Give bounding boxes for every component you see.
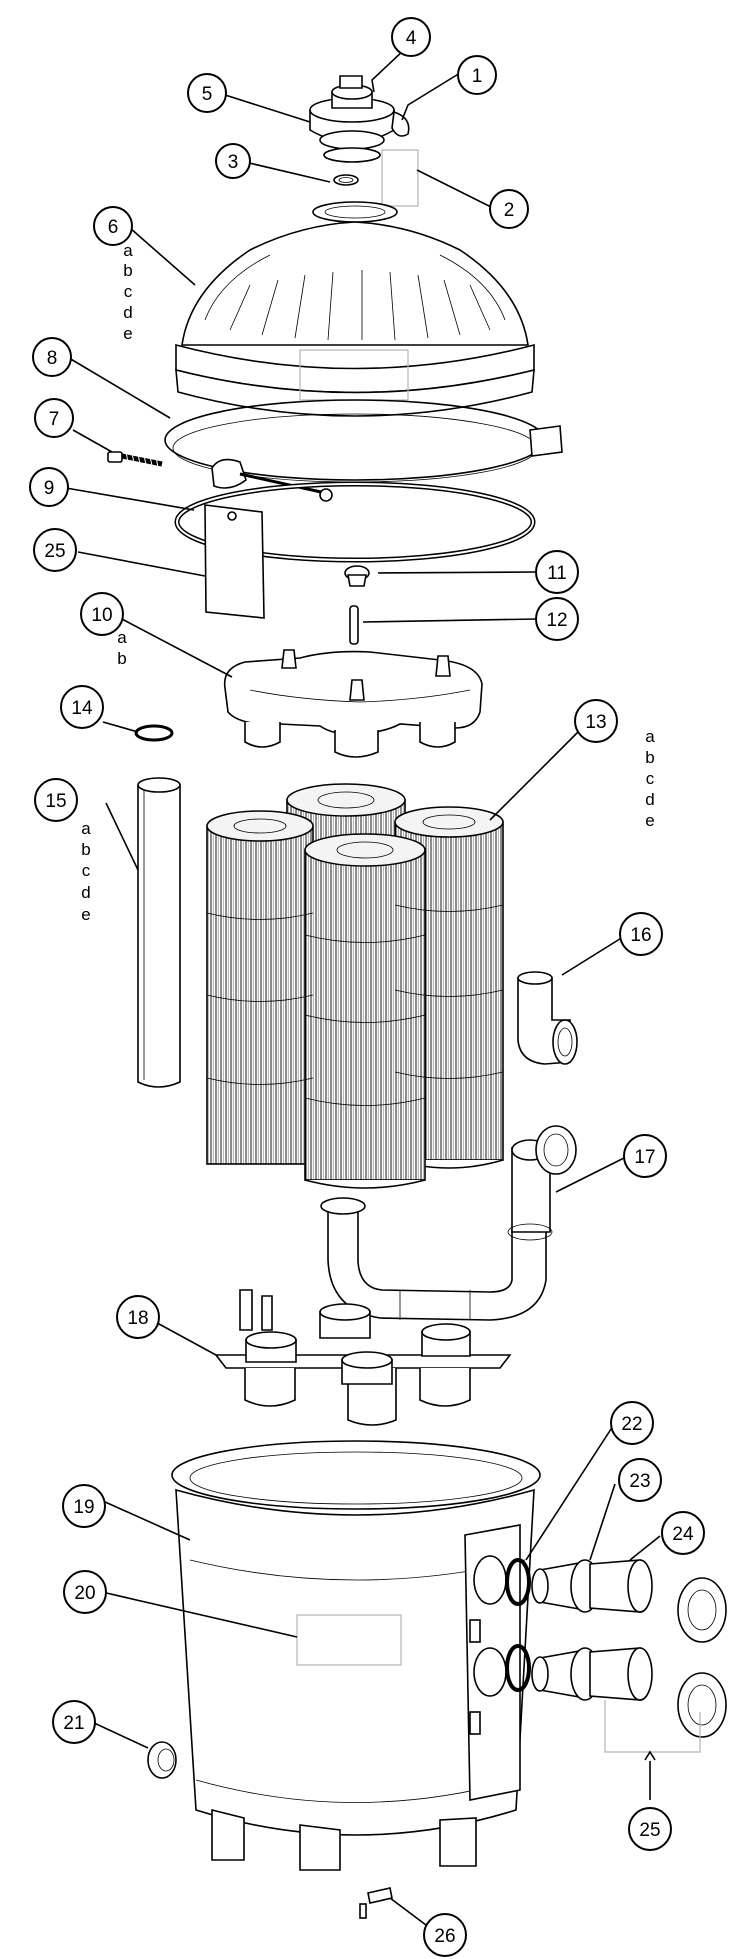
callout-19: 19: [62, 1484, 106, 1528]
svg-text:a: a: [117, 628, 127, 647]
callout-6: 6: [93, 206, 133, 246]
svg-text:10: 10: [91, 605, 112, 626]
callout-20: 20: [63, 1570, 107, 1614]
svg-text:a: a: [123, 241, 133, 260]
tube-part-12: [349, 605, 359, 645]
callout-22: 22: [610, 1401, 654, 1445]
svg-text:6: 6: [108, 217, 119, 238]
callout-26: 26: [423, 1913, 467, 1957]
svg-text:b: b: [123, 261, 132, 280]
bolt-part: [107, 451, 163, 468]
callout-6-variants: a b c d e: [123, 241, 133, 343]
svg-text:22: 22: [621, 1414, 642, 1435]
svg-text:19: 19: [73, 1497, 94, 1518]
callout-14: 14: [60, 685, 104, 729]
oring-part-3: [333, 174, 359, 186]
svg-text:2: 2: [504, 200, 515, 221]
callout-8: 8: [32, 337, 72, 377]
svg-text:c: c: [124, 282, 133, 301]
filter-cartridges-part: [206, 783, 504, 1189]
callout-3: 3: [215, 143, 251, 179]
svg-text:8: 8: [47, 348, 58, 369]
elbow-part: [517, 971, 578, 1065]
manifold-part: [223, 649, 483, 758]
svg-text:21: 21: [63, 1713, 84, 1734]
drain-plug-part: [359, 1887, 393, 1919]
svg-text:23: 23: [629, 1471, 650, 1492]
svg-text:24: 24: [672, 1524, 694, 1545]
svg-text:25: 25: [44, 541, 65, 562]
filter-tank-part: [171, 1440, 541, 1871]
svg-text:4: 4: [406, 28, 417, 49]
svg-text:a: a: [81, 819, 91, 838]
callout-9: 9: [29, 467, 69, 507]
svg-text:c: c: [82, 861, 91, 880]
svg-text:b: b: [81, 840, 90, 859]
svg-text:13: 13: [585, 712, 606, 733]
callout-1: 1: [457, 55, 497, 95]
port-orings-part: [505, 1558, 531, 1692]
callout-15: 15: [34, 778, 78, 822]
svg-text:25: 25: [639, 1820, 660, 1841]
center-tube-part: [137, 777, 181, 1088]
svg-text:b: b: [645, 748, 654, 767]
part-2-label-area: [381, 149, 419, 207]
callout-24: 24: [661, 1511, 705, 1555]
svg-text:12: 12: [546, 610, 567, 631]
warning-tag-part: [204, 504, 265, 619]
leader-lines: [65, 48, 661, 1926]
svg-text:7: 7: [49, 409, 60, 430]
lid-oring-part: [174, 481, 536, 563]
lateral-assembly-part: [214, 1289, 512, 1426]
svg-text:9: 9: [44, 478, 55, 499]
callouts: 1 2 3 4 5 6 a b c d e 7 8 9 25 10 a b 11…: [29, 17, 705, 1957]
svg-text:e: e: [81, 905, 90, 924]
callout-13: 13: [574, 699, 618, 743]
callout-16: 16: [619, 912, 663, 956]
callout-2: 2: [489, 189, 529, 229]
callout-23: 23: [618, 1458, 662, 1502]
filter-lid-part: [175, 201, 535, 417]
svg-text:d: d: [645, 790, 654, 809]
svg-text:15: 15: [45, 791, 66, 812]
callout-25-lower: 25: [628, 1807, 672, 1851]
callout-17: 17: [623, 1134, 667, 1178]
callout-21: 21: [52, 1700, 96, 1744]
callout-4: 4: [391, 17, 431, 57]
svg-text:3: 3: [228, 152, 239, 173]
callout-10-variants: a b: [117, 628, 127, 668]
callout-18: 18: [116, 1295, 160, 1339]
oring-part-14: [134, 724, 174, 742]
svg-text:18: 18: [127, 1308, 148, 1329]
union-fittings-part: [531, 1559, 727, 1738]
svg-text:17: 17: [634, 1147, 655, 1168]
svg-text:11: 11: [547, 563, 567, 584]
drain-cap-part: [147, 1741, 177, 1779]
callout-5: 5: [187, 73, 227, 113]
svg-text:26: 26: [434, 1926, 455, 1947]
svg-text:c: c: [646, 769, 655, 788]
svg-text:1: 1: [472, 66, 483, 87]
callout-7: 7: [34, 398, 74, 438]
svg-text:16: 16: [630, 925, 651, 946]
svg-text:d: d: [81, 883, 90, 902]
svg-text:a: a: [645, 727, 655, 746]
svg-text:d: d: [123, 303, 132, 322]
svg-text:5: 5: [202, 84, 213, 105]
air-relief-valve-part: [309, 75, 410, 163]
svg-text:e: e: [645, 811, 654, 830]
callout-15-variants: a b c d e: [81, 819, 91, 924]
part-25-bracket: [604, 1700, 701, 1753]
callout-11: 11: [535, 550, 579, 594]
air-bleed-part-11: [344, 565, 370, 587]
svg-text:b: b: [117, 649, 126, 668]
callout-10: 10: [80, 592, 124, 636]
svg-text:20: 20: [74, 1583, 95, 1604]
callout-12: 12: [535, 597, 579, 641]
callout-25-upper: 25: [33, 528, 77, 572]
svg-text:e: e: [123, 324, 132, 343]
svg-text:14: 14: [71, 698, 93, 719]
callout-13-variants: a b c d e: [645, 727, 655, 830]
